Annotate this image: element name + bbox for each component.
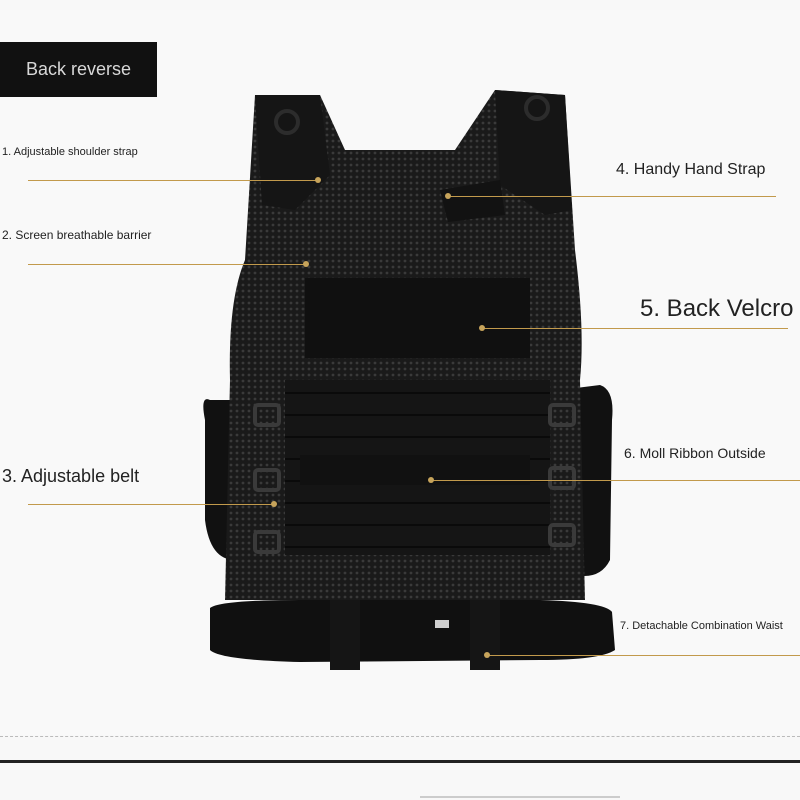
callout-line-3 bbox=[28, 504, 276, 505]
callout-dot-2 bbox=[303, 261, 309, 267]
label-back-velcro: 5. Back Velcro bbox=[640, 295, 794, 322]
callout-line-5 bbox=[483, 328, 788, 329]
label-adjustable-belt: 3. Adjustable belt bbox=[2, 466, 140, 486]
callout-line-4 bbox=[448, 196, 776, 197]
callout-line-2 bbox=[28, 264, 308, 265]
callout-dot-3 bbox=[271, 501, 277, 507]
callout-dot-4 bbox=[445, 193, 451, 199]
label-moll-ribbon-outside: 6. Moll Ribbon Outside bbox=[624, 445, 766, 461]
title-badge: Back reverse bbox=[0, 42, 157, 97]
label-detachable-combination-waist: 7. Detachable Combination Waist bbox=[620, 620, 783, 632]
left-shoulder-strap bbox=[255, 95, 330, 210]
label-adjustable-shoulder-strap: 1. Adjustable shoulder strap bbox=[2, 146, 138, 158]
callout-line-6 bbox=[432, 480, 800, 481]
callout-dot-1 bbox=[315, 177, 321, 183]
callout-dot-6 bbox=[428, 477, 434, 483]
divider-short bbox=[420, 796, 620, 798]
callout-line-1 bbox=[28, 180, 320, 181]
title-text: Back reverse bbox=[25, 59, 132, 79]
callout-line-7 bbox=[488, 655, 800, 656]
hand-strap bbox=[440, 180, 505, 222]
label-screen-breathable-barrier: 2. Screen breathable barrier bbox=[2, 228, 152, 242]
waist-belt bbox=[210, 600, 615, 662]
divider-dashed bbox=[0, 736, 800, 737]
callout-dot-7 bbox=[484, 652, 490, 658]
right-shoulder-strap bbox=[495, 90, 572, 215]
buckles bbox=[253, 403, 576, 554]
back-velcro-panel bbox=[305, 278, 530, 358]
divider-bar bbox=[0, 760, 800, 763]
callout-dot-5 bbox=[479, 325, 485, 331]
label-handy-hand-strap: 4. Handy Hand Strap bbox=[616, 161, 766, 178]
